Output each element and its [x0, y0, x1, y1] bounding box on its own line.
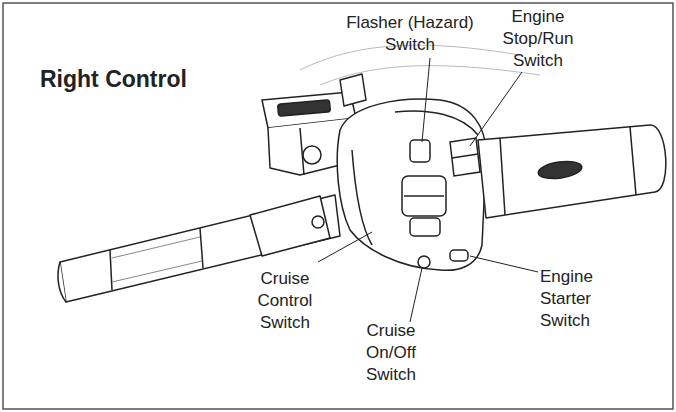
- starter-button-part: [450, 250, 468, 261]
- starter-button: [450, 250, 468, 261]
- callout-label: Engine Stop/Run Switch: [494, 6, 582, 72]
- stop-run-switch-part: [452, 154, 478, 158]
- cruise-control-rocker-part: [404, 195, 444, 197]
- handlebar-tube-part: [58, 262, 66, 302]
- master-cylinder-part: [340, 74, 366, 106]
- switch-housing-part: [395, 111, 478, 135]
- hand-grip-part: [478, 125, 666, 218]
- switch-housing-part: [337, 99, 486, 270]
- callout-label: Cruise On/Off Switch: [352, 320, 430, 386]
- stop-run-switch-part: [450, 138, 480, 176]
- hand-grip-part: [537, 159, 583, 181]
- cruise-on-off-button: [418, 256, 430, 268]
- hand-grip: [478, 125, 666, 218]
- master-cylinder-part: [312, 216, 324, 228]
- master-cylinder-part: [278, 100, 331, 116]
- handlebar-tube-part: [112, 237, 202, 282]
- leader-lines-part: [410, 268, 422, 322]
- stop-run-switch: [450, 138, 480, 176]
- diagram-title: Right Control: [40, 66, 187, 93]
- frame-border: [3, 3, 673, 409]
- handlebar-tube-part: [110, 228, 203, 290]
- cruise-control-rocker-part: [402, 176, 446, 216]
- leader-lines: [318, 58, 538, 322]
- leader-lines-part: [422, 58, 430, 142]
- switch-housing-part: [352, 150, 372, 245]
- hazard-button: [410, 140, 430, 162]
- cruise-control-rocker-part: [410, 218, 440, 236]
- hazard-button-part: [410, 140, 430, 162]
- cruise-on-off-button-part: [418, 256, 430, 268]
- leader-lines-part: [470, 256, 538, 272]
- master-cylinder-part: [250, 196, 330, 256]
- callout-label: Cruise Control Switch: [246, 268, 324, 334]
- callout-label: Engine Starter Switch: [540, 266, 620, 332]
- leader-lines-part: [470, 72, 522, 146]
- cruise-control-rocker: [402, 176, 446, 236]
- switch-housing: [337, 99, 486, 270]
- callout-label: Flasher (Hazard) Switch: [335, 12, 485, 56]
- master-cylinder-part: [303, 146, 321, 164]
- hand-grip-part: [500, 127, 636, 215]
- leader-lines-part: [318, 232, 372, 262]
